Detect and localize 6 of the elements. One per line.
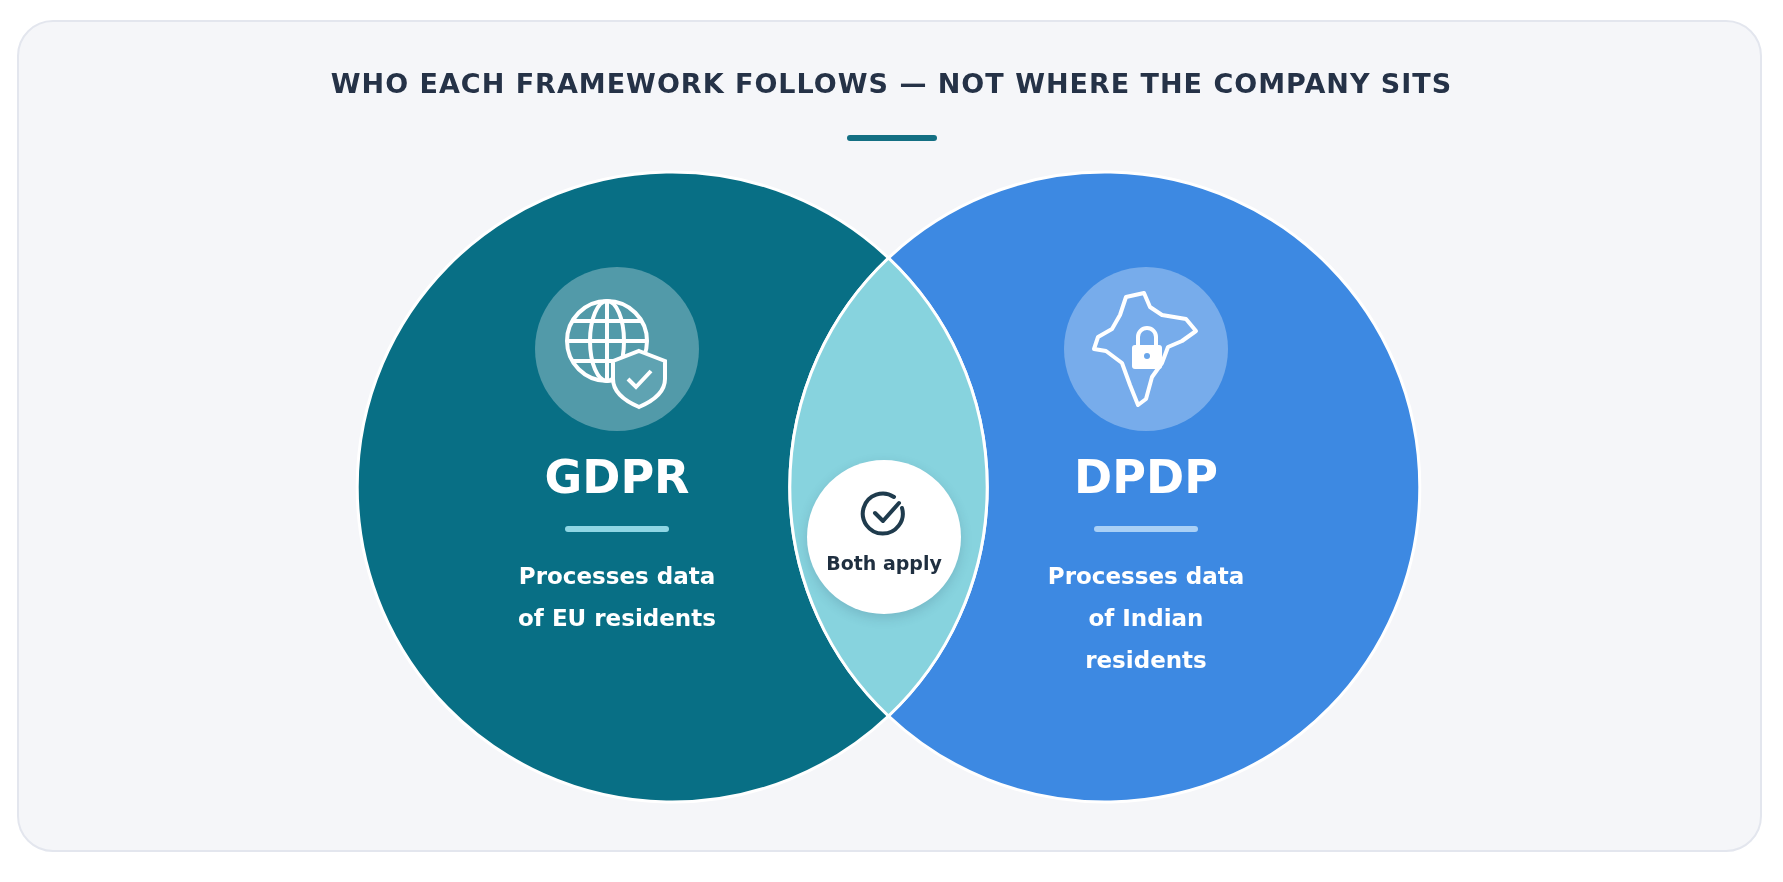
circle-heading: DPDP [1073,450,1219,504]
badge-text: Both apply [825,552,943,574]
circle-heading: GDPR [543,450,691,504]
title: WHO EACH FRAMEWORK FOLLOWS — NOT WHERE THE COMPANY SITS [329,68,1454,99]
circle-description: Processes data of EU residents [517,562,717,633]
circle-description: Processes data of Indian residents [1046,562,1246,675]
